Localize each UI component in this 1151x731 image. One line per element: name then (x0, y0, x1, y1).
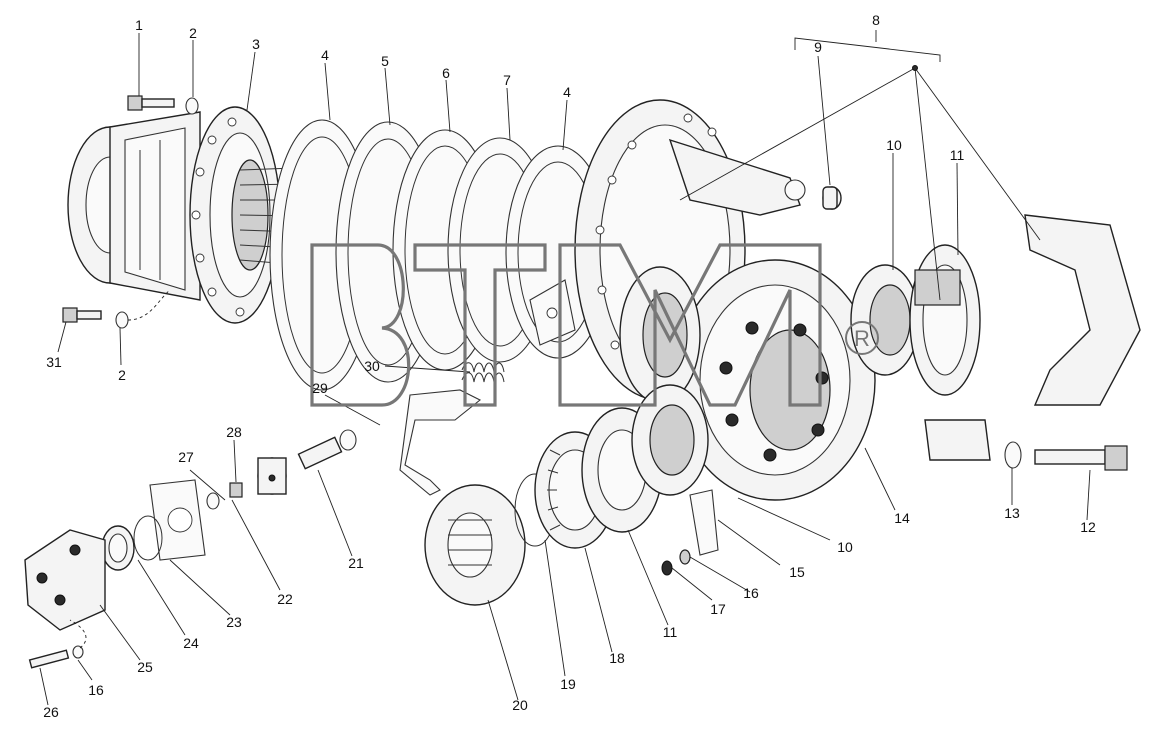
callout-4b: 4 (563, 84, 571, 100)
callout-24: 24 (183, 635, 199, 651)
callout-21: 21 (348, 555, 364, 571)
callout-29: 29 (312, 380, 328, 396)
callout-20: 20 (512, 697, 528, 713)
o-ring-24 (133, 515, 163, 561)
bolt-12 (1034, 445, 1128, 471)
pin-21 (297, 429, 357, 470)
callout-2b: 2 (118, 367, 126, 383)
registered-mark: R (854, 326, 870, 351)
callout-6: 6 (442, 65, 450, 81)
bolt-31 (62, 307, 102, 323)
piston-cup (101, 525, 135, 571)
sleeve-9 (822, 186, 842, 210)
brand-watermark: R (310, 243, 879, 407)
callout-labels: 1 2 3 4 5 6 7 4 8 9 10 11 12 13 14 15 10… (43, 12, 1096, 720)
piston-22 (257, 457, 287, 495)
callout-16: 16 (743, 585, 759, 601)
callout-22: 22 (277, 591, 293, 607)
callout-11: 11 (950, 147, 965, 163)
callout-9: 9 (814, 39, 822, 55)
callout-10: 10 (886, 137, 902, 153)
callout-12: 12 (1080, 519, 1096, 535)
lock-plate-15 (689, 489, 719, 556)
bearing-10-left (631, 384, 709, 496)
bearing-cap-11-right (909, 244, 991, 461)
washer-2-bottom (115, 311, 129, 329)
callout-2: 2 (189, 25, 197, 41)
cover-25 (24, 529, 106, 631)
callout-15: 15 (789, 564, 805, 580)
spring-30 (461, 362, 505, 383)
screw-28 (229, 482, 243, 498)
callout-30: 30 (364, 358, 380, 374)
ring-gear-14 (674, 259, 876, 501)
callout-13: 13 (1004, 505, 1020, 521)
callout-28: 28 (226, 424, 242, 440)
callout-26: 26 (43, 704, 59, 720)
callout-19: 19 (560, 676, 576, 692)
bolt-1 (127, 95, 175, 111)
sleeve-20 (424, 484, 526, 606)
bolt-26 (28, 645, 84, 669)
callout-10b: 10 (837, 539, 853, 555)
washer-13 (1004, 441, 1022, 469)
callout-7: 7 (503, 72, 511, 88)
callout-3: 3 (252, 36, 260, 52)
callout-1: 1 (135, 17, 143, 33)
nut-17 (661, 560, 673, 576)
gasket-stack (269, 119, 611, 391)
callout-27: 27 (178, 449, 194, 465)
bearing-cap-8 (1024, 214, 1141, 406)
callout-31: 31 (46, 354, 62, 370)
callout-11b: 11 (663, 624, 678, 640)
callout-25: 25 (137, 659, 153, 675)
shift-fork-29 (399, 389, 482, 496)
callout-14: 14 (894, 510, 910, 526)
callout-23: 23 (226, 614, 242, 630)
callout-5: 5 (381, 53, 389, 69)
washer-2-top (185, 97, 199, 115)
cover-guide-line (69, 619, 87, 649)
callout-18: 18 (609, 650, 625, 666)
callout-17: 17 (710, 601, 726, 617)
callout-16b: 16 (88, 682, 104, 698)
carrier-housing (67, 106, 301, 324)
callout-8: 8 (872, 12, 880, 28)
washer-guide-line (127, 289, 171, 321)
leader-lines (39, 30, 1091, 706)
nut-16 (679, 549, 691, 565)
callout-4: 4 (321, 47, 329, 63)
washer-27 (206, 492, 220, 510)
bearing-10-right (850, 264, 920, 376)
